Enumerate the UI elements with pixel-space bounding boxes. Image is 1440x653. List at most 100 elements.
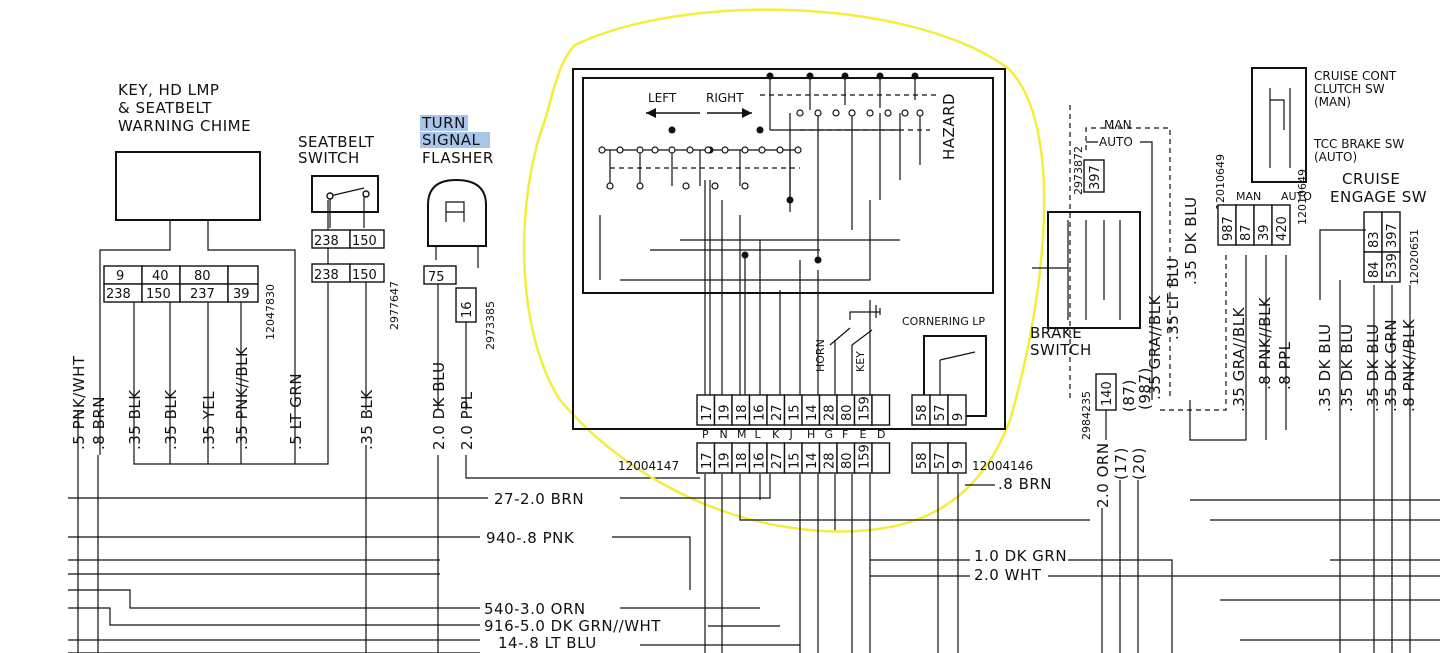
flasher-highlight-1: [420, 115, 468, 131]
corner-lower-cell: [947, 442, 967, 474]
ts-lower-pin: 27: [770, 452, 785, 469]
left-wire-labels: .5 PNK/WHT .8 BRN .35 BLK .35 BLK .35 YE…: [70, 346, 476, 450]
chime-conn-40: 40: [152, 269, 169, 284]
ts-letter: G: [825, 428, 834, 441]
man-auto-cell: [1271, 204, 1291, 246]
engage-bot-cell: [1381, 251, 1401, 283]
ts-letter: L: [755, 428, 762, 441]
wire-label-blk-3: .35 BLK: [358, 389, 376, 450]
chime-conn-80: 80: [194, 269, 211, 284]
wire-label-blk-1: .35 BLK: [126, 389, 144, 450]
cornering-label: CORNERING LP: [902, 315, 985, 328]
chime-title-line2: & SEATBELT: [118, 99, 212, 117]
wire-label-pnk-blk: .35 PNK//BLK: [233, 346, 251, 450]
flasher-body: [427, 178, 487, 247]
ts-upper-pin: 159: [857, 396, 872, 421]
seatbelt-box: [311, 175, 379, 213]
ts-lower-pin: 14: [805, 452, 820, 469]
wire-label-dk-grn: .35 DK GRN: [1382, 319, 1400, 412]
brake-pin-397: 397: [1088, 165, 1103, 190]
cruise-clutch-line1: CRUISE CONT: [1314, 69, 1397, 83]
wire-label-gra-blk-2: .35 GRA//BLK: [1230, 306, 1248, 412]
chime-conn-top-3: [227, 265, 259, 285]
wire-label-lt-blu: .35 LT BLU: [1164, 257, 1182, 340]
flasher-title-line3: FLASHER: [422, 149, 494, 167]
ts-lower-pin: 18: [735, 452, 750, 469]
ts-upper-pin: 28: [822, 404, 837, 421]
key-label: KEY: [854, 351, 867, 372]
ts-letter: N: [720, 428, 728, 441]
bus-right-dk-grn: 1.0 DK GRN: [974, 547, 1067, 565]
corner-upper-pin: 9: [951, 413, 966, 421]
seatbelt-pin-150: 150: [352, 234, 377, 249]
cruise-control: CRUISE CONT CLUTCH SW (MAN) TCC BRAKE SW…: [1251, 67, 1427, 653]
ts-letter: E: [860, 428, 867, 441]
brake-box: [1047, 211, 1141, 329]
man-auto-pin: 87: [1239, 224, 1254, 241]
brake-title-line1: BRAKE: [1030, 324, 1082, 342]
wire-label-pnk-wht: .5 PNK/WHT: [70, 355, 88, 450]
ts-letter: D: [877, 428, 885, 441]
ts-upper-pin: 15: [787, 404, 802, 421]
ts-lower-cell: [871, 442, 891, 474]
bus-orn: 540-3.0 ORN: [484, 600, 586, 618]
seatbelt-title-line1: SEATBELT: [298, 133, 375, 151]
ts-upper-cell: [871, 394, 891, 426]
ts-lower-pin: 17: [700, 452, 715, 469]
auto-label-2: AUTO: [1281, 190, 1312, 203]
seatbelt-contacts: [329, 187, 365, 228]
ts-letter: M: [737, 428, 747, 441]
ts-lower-pin: 19: [717, 452, 732, 469]
wire-label-20: (20): [1130, 447, 1148, 480]
engage-top-pin: 83: [1367, 231, 1382, 248]
wire-label-pnk-blk-2: .8 PNK//BLK: [1400, 318, 1418, 412]
chime-conn-39: 39: [233, 287, 250, 302]
bottom-connector: 140 2984235 2.0 ORN (17) (20): [1080, 373, 1148, 653]
wire-label-lt-grn: .5 LT GRN: [287, 373, 305, 450]
flasher-highlight-2: [420, 132, 490, 148]
chime-conn-150: 150: [146, 287, 171, 302]
ts-lower-pin: 15: [787, 452, 802, 469]
wire-label-dk-blu-2: .35 DK BLU: [1316, 323, 1334, 412]
chime-module: KEY, HD LMP & SEATBELT WARNING CHIME 9 4…: [77, 81, 329, 653]
ts-letter: K: [772, 428, 780, 441]
bus-right-wht: 2.0 WHT: [974, 566, 1042, 584]
chime-conn-238: 238: [106, 287, 131, 302]
chime-title-line1: KEY, HD LMP: [118, 81, 219, 99]
switch-inner: [582, 77, 994, 294]
chime-conn-9: 9: [116, 269, 124, 284]
chime-conn-237: 237: [190, 287, 215, 302]
ts-upper-pin: 14: [805, 404, 820, 421]
flasher: TURN SIGNAL FLASHER 75 16 2973385: [420, 114, 700, 653]
man-auto-pin: 39: [1257, 224, 1272, 241]
brake-switch: 2973872 MAN AUTO 397 BRAKE SWITCH 120106…: [1030, 105, 1312, 441]
ts-lower-pin: 159: [857, 444, 872, 469]
ts-upper-pin: 27: [770, 404, 785, 421]
corner-upper-pin: 58: [915, 404, 930, 421]
wire-label-orn: 2.0 ORN: [1094, 442, 1112, 508]
horn-label: HORN: [814, 339, 827, 372]
flasher-pin-75: 75: [428, 270, 445, 285]
man-label-2: MAN: [1236, 190, 1261, 203]
wire-label-dk-blu: .35 DK BLU: [1182, 196, 1200, 285]
wire-label-ppl: 2.0 PPL: [458, 391, 476, 450]
flasher-title-line1: TURN: [421, 114, 466, 132]
right-wire-labels: .35 GRA//BLK .35 LT BLU .35 DK BLU (87) …: [1120, 196, 1418, 412]
ts-lower-pin: 28: [822, 452, 837, 469]
man-label: MAN: [1104, 118, 1132, 132]
ts-letter: H: [807, 428, 815, 441]
wire-label-yel: .35 YEL: [200, 391, 218, 450]
corner-upper-cell: [947, 394, 967, 426]
chime-wires: [99, 220, 296, 455]
chime-part-number: 12047830: [264, 284, 277, 340]
ts-upper-pin: 16: [752, 404, 767, 421]
brake-part-number: 2973872: [1072, 146, 1085, 195]
ts-lower-pin: 16: [752, 452, 767, 469]
